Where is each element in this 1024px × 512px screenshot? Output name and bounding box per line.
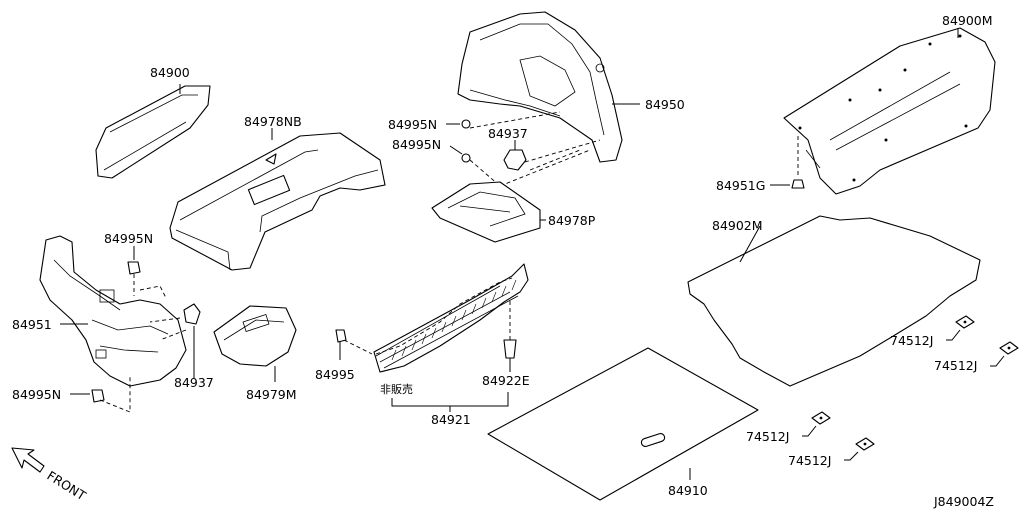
label-84995n-mid: 84995N [392,137,441,152]
label-84937-left: 84937 [174,375,214,390]
label-84995: 84995 [315,367,355,382]
part-84951-drawing [39,235,187,387]
clip-84951g-drawing [770,136,805,189]
label-74512j-d: 74512J [788,453,831,468]
clip-84995n-mid-drawing [449,145,471,163]
label-84995n-bottom: 84995N [12,387,61,402]
clip-74512j-c-drawing [802,411,831,437]
part-84950-drawing [457,11,640,163]
label-74512j-a: 74512J [890,333,933,348]
part-84921-drawing [335,263,529,373]
label-84910: 84910 [668,483,708,498]
clip-84995n-left-drawing [127,246,167,299]
label-84978nb: 84978NB [244,114,302,129]
part-84900-drawing [95,84,211,179]
label-84921: 84921 [431,412,471,427]
part-84978nb-drawing [169,128,386,271]
part-84910-drawing [487,347,759,501]
label-84979m: 84979M [246,387,297,402]
label-84995n-top: 84995N [388,117,437,132]
part-84978p-drawing [431,181,546,243]
part-84900m-drawing [783,27,996,195]
label-84937-top: 84937 [488,126,528,141]
part-84902m-drawing [687,215,981,387]
clip-84937-left-drawing [149,303,201,378]
clip-74512j-d-drawing [844,437,875,461]
label-74512j-b: 74512J [934,358,977,373]
clip-84937-top-drawing [503,140,527,171]
part-84979m-drawing [213,305,297,382]
label-front: FRONT [44,468,88,504]
clip-84995n-bottom-drawing [70,376,131,413]
front-direction-arrow-icon [11,447,45,473]
label-84900m: 84900M [942,13,993,28]
diagram-ref-code: J849004Z [933,494,994,509]
label-84951g: 84951G [716,178,765,193]
clip-84995n-top-drawing [446,119,471,129]
label-84950: 84950 [645,97,685,112]
clip-84922e-drawing [503,300,517,372]
label-84900: 84900 [150,65,190,80]
label-84951: 84951 [12,317,52,332]
label-84978p: 84978P [548,213,596,228]
label-84902m: 84902M [712,218,763,233]
label-84922e: 84922E [482,373,530,388]
label-not-for-sale: 非販売 [380,383,413,396]
clip-74512j-a-drawing [946,315,975,341]
clip-74512j-b-drawing [990,341,1019,367]
label-84995n-left: 84995N [104,231,153,246]
label-74512j-c: 74512J [746,429,789,444]
